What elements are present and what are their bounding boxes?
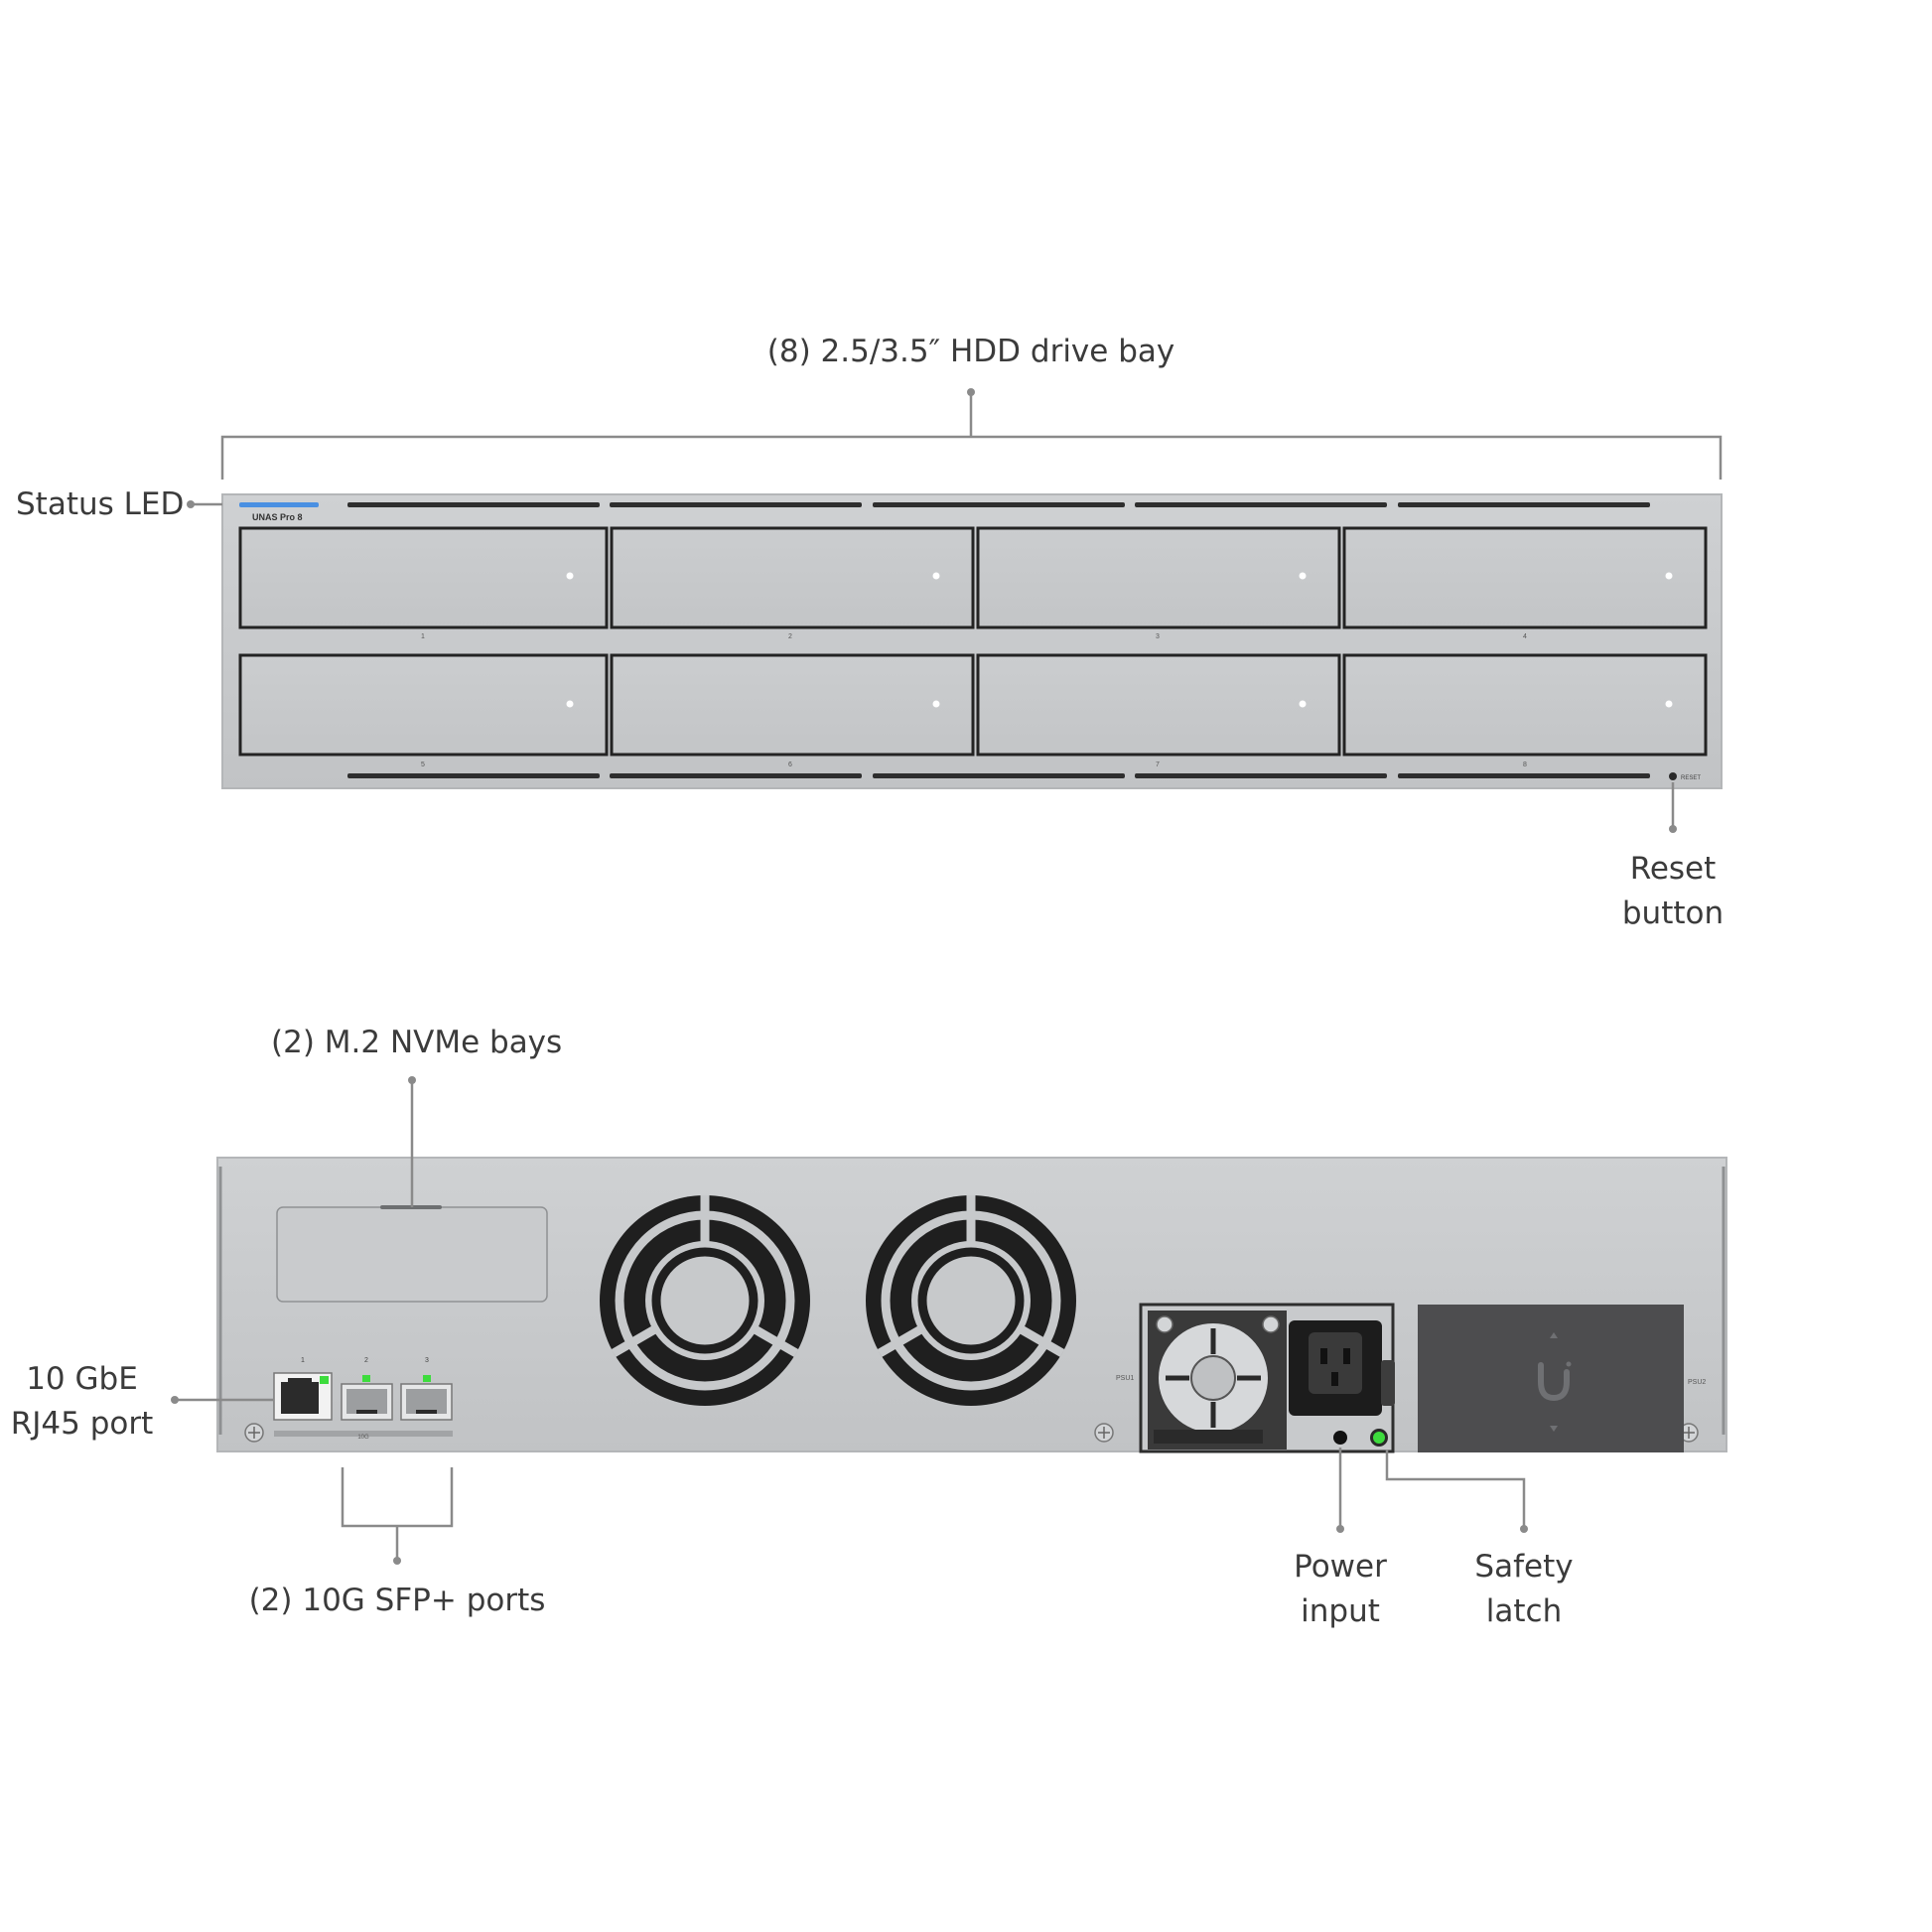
- rear-panel: 1 2 3 10G: [216, 1157, 1727, 1453]
- nvme-bay-cover[interactable]: [276, 1206, 548, 1303]
- front-callout-lines: [191, 392, 1723, 829]
- screw-icon: [244, 1423, 264, 1443]
- hdd-bay-bracket: [220, 435, 1723, 480]
- ubiquiti-logo-icon: [1538, 1332, 1572, 1432]
- callout-sfp-ports: (2) 10G SFP+ ports: [248, 1583, 546, 1618]
- screw-icon: [1094, 1423, 1114, 1443]
- callout-safety-latch: Safety latch: [1474, 1549, 1574, 1629]
- status-led: [239, 502, 319, 507]
- rear-callout-dots: [171, 1076, 1528, 1565]
- bay-number: 1: [421, 633, 425, 640]
- fan-grille-icon: [866, 1195, 1076, 1406]
- drive-bay-4[interactable]: 4: [1342, 526, 1708, 640]
- sfp-port-2[interactable]: [400, 1375, 453, 1421]
- power-switch[interactable]: [1333, 1431, 1347, 1445]
- drive-bay-2[interactable]: 2: [610, 526, 975, 640]
- model-label: UNAS Pro 8: [252, 512, 303, 522]
- front-vent-bottom: [347, 773, 1650, 778]
- front-vent-top: [347, 502, 1650, 507]
- drive-bay-7[interactable]: 7: [976, 653, 1341, 768]
- safety-latch[interactable]: [1381, 1360, 1395, 1406]
- bay-number: 2: [788, 633, 792, 640]
- callout-status-led: Status LED: [16, 486, 185, 522]
- front-callout-dots: [187, 388, 1677, 833]
- callout-hdd-drive-bay: (8) 2.5/3.5″ HDD drive bay: [766, 334, 1175, 369]
- bay-number: 3: [1156, 633, 1160, 640]
- sfp-port-1[interactable]: [341, 1375, 393, 1421]
- port-number: 2: [364, 1357, 368, 1364]
- rj45-port[interactable]: [273, 1372, 333, 1421]
- drive-bay-3[interactable]: 3: [976, 526, 1341, 640]
- bay-number: 8: [1523, 761, 1527, 768]
- drive-bay-6[interactable]: 6: [610, 653, 975, 768]
- port-number: 3: [425, 1357, 429, 1364]
- drive-bay-5[interactable]: 5: [238, 653, 609, 768]
- sfp-bracket: [341, 1467, 454, 1528]
- iec-c14-socket-icon[interactable]: [1289, 1320, 1382, 1416]
- bay-number: 4: [1523, 633, 1527, 640]
- port-number: 1: [301, 1357, 305, 1364]
- port-group-label: 10G: [357, 1435, 369, 1441]
- reset-label: RESET: [1681, 775, 1701, 781]
- callout-rj45-port: 10 GbE RJ45 port: [10, 1361, 154, 1442]
- reset-button[interactable]: [1669, 772, 1677, 780]
- callout-reset-button: Reset button: [1621, 851, 1725, 931]
- psu2-cover: [1418, 1305, 1684, 1452]
- psu1-label: PSU1: [1116, 1375, 1134, 1382]
- bay-number: 7: [1156, 761, 1160, 768]
- bay-number: 5: [421, 761, 425, 768]
- front-panel: UNAS Pro 8 1 2: [221, 493, 1723, 789]
- bay-number: 6: [788, 761, 792, 768]
- callout-power-input: Power input: [1294, 1549, 1387, 1629]
- rear-callout-lines: [175, 1080, 1526, 1561]
- fan-grille-icon: [600, 1195, 810, 1406]
- psu2-label: PSU2: [1688, 1379, 1706, 1386]
- drive-bay-1[interactable]: 1: [238, 526, 609, 640]
- psu-status-led: [1373, 1432, 1385, 1444]
- drive-bay-8[interactable]: 8: [1342, 653, 1708, 768]
- callout-nvme-bays: (2) M.2 NVMe bays: [271, 1025, 563, 1060]
